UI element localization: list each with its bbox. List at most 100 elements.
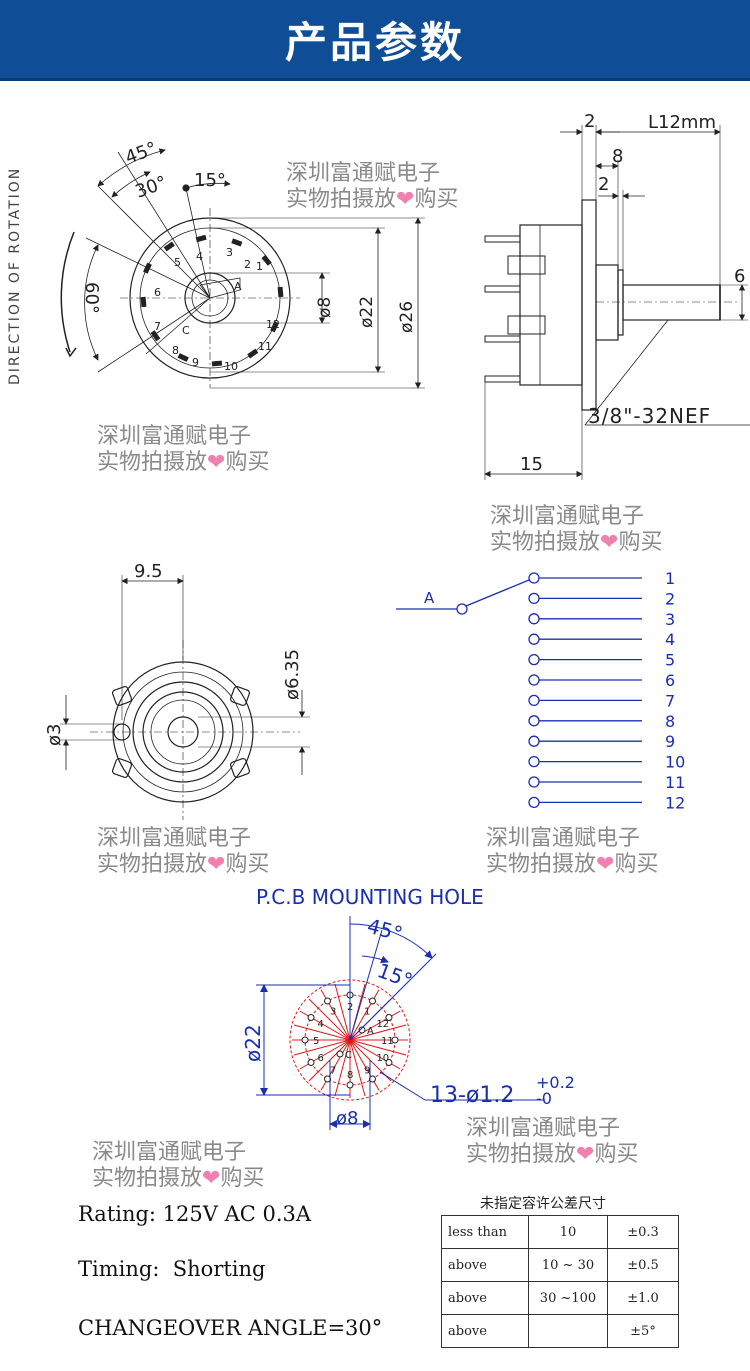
front-view: DIRECTION OF ROTATION [7,138,425,389]
schematic-position-label: 11 [665,773,685,792]
table-cell: ±5° [607,1314,679,1348]
pcb-hole-label: 7 [330,1065,336,1076]
side-dim-2-top: 2 [584,111,595,132]
pcb-ray [349,1039,366,1097]
watermark-1: 深圳富通赋电子 实物拍摄放❤购买 [286,161,458,213]
pcb-hole-label: 12 [376,1019,389,1030]
pcb-angle-45: 45° [365,914,405,946]
pcb-hole-label: 4 [318,1019,324,1030]
pcb-hole [307,1059,315,1066]
table-row: above 30 ~100 ±1.0 [441,1281,679,1315]
watermark-line1: 深圳富通赋电子 [97,424,252,449]
pcb-hole [358,1026,366,1034]
watermark-line2: 实物拍摄放❤购买 [97,852,270,877]
pcb-title: P.C.B MOUNTING HOLE [256,885,484,909]
pcb-ray [308,998,351,1041]
direction-of-rotation-label: DIRECTION OF ROTATION [7,167,23,385]
schematic-contact [528,776,540,788]
bottom-view: 9.5 ø6.35 ø3 [44,561,310,820]
table-row: above 10 ~ 30 ±0.5 [441,1248,679,1282]
spec-timing: Timing: Shorting [78,1257,265,1281]
front-terminal-4: 4 [196,250,203,263]
pcb-hole [307,1014,315,1021]
pcb-hole-label: 3 [330,1007,336,1018]
page-title: 产品参数 [284,17,465,67]
table-row: above ±5° [441,1314,679,1348]
front-terminal-9: 9 [192,356,199,369]
watermark-4: 深圳富通赋电子 实物拍摄放❤购买 [97,826,269,878]
schematic-position-label: 3 [665,610,675,629]
pcb-dia-22: ø22 [241,1024,265,1062]
watermark-line1: 深圳富通赋电子 [92,1140,247,1165]
spec-timing-label: Timing: [78,1257,160,1281]
schematic-position-label: 2 [665,589,675,608]
table-cell: less than [441,1215,529,1249]
pcb-hole-spec: 13-ø1.2 [430,1083,514,1108]
pcb-hole [346,1081,354,1089]
front-terminal-11: 11 [258,340,272,353]
schematic-contact [528,674,540,686]
schematic-position-label: 8 [665,712,675,731]
bottom-dim-6-35: ø6.35 [282,649,303,700]
schematic-contact [528,592,540,605]
table-row: less than 10 ±0.3 [441,1215,679,1249]
watermark-3: 深圳富通赋电子 实物拍摄放❤购买 [490,504,662,556]
pcb-hole-label: 8 [347,1070,353,1081]
table-cell: 30 ~100 [528,1281,608,1315]
header-divider [0,78,750,81]
pcb-hole-label: A [367,1026,374,1037]
pcb-ray [293,1039,351,1056]
spec-timing-value: Shorting [172,1257,266,1281]
pcb-angle-15: 15° [374,958,416,993]
schematic-contact [528,653,540,666]
pcb-hole-label: 10 [376,1053,389,1064]
schematic-common-label: A [424,589,435,607]
pcb-hole [336,1050,344,1058]
side-dim-length: L12mm [648,112,716,133]
schematic-position-label: 6 [665,671,675,690]
tolerance-caption: 未指定容许公差尺寸 [480,1196,606,1212]
pcb-dia-8: ø8 [336,1108,358,1129]
front-terminal-3: 3 [226,246,233,259]
pcb-ray [349,1024,407,1041]
pcb-tol-plus: +0.2 [536,1073,575,1092]
schematic-contact [528,572,540,584]
pcb-hole-label: 6 [318,1053,324,1064]
front-angle-15: 15° [194,170,226,191]
schematic-position-label: 12 [665,793,685,812]
side-thread-label: 3/8"-32NEF [588,404,711,428]
pcb-mounting-hole: P.C.B MOUNTING HOLE [241,885,575,1130]
table-cell: above [441,1281,529,1315]
pcb-hole [391,1036,399,1044]
front-terminal-10: 10 [224,360,238,373]
table-cell: ±1.0 [607,1281,679,1315]
table-cell [528,1314,608,1348]
pcb-hole [369,997,376,1005]
pcb-hole-label: 2 [347,1002,353,1013]
schematic-contact [528,755,540,768]
table-cell: 10 ~ 30 [528,1248,608,1282]
side-dim-15: 15 [520,454,543,475]
watermark-line2: 实物拍摄放❤购买 [466,1142,639,1167]
table-cell: ±0.3 [607,1215,679,1249]
front-terminal-8: 8 [172,344,179,357]
pcb-hole-label: 5 [313,1036,319,1047]
watermark-line2: 实物拍摄放❤购买 [92,1166,265,1191]
schematic-position-label: 1 [665,569,675,588]
front-angle-30: 30° [133,172,170,203]
watermark-line1: 深圳富通赋电子 [486,826,641,851]
front-angle-60: 60° [81,282,102,314]
tolerance-table: less than 10 ±0.3 above 10 ~ 30 ±0.5 abo… [441,1215,679,1348]
watermark-line2: 实物拍摄放❤购买 [97,450,270,475]
page-header: 产品参数 [0,0,750,78]
pcb-hole [385,1059,393,1066]
schematic-contact [528,715,540,727]
side-dim-8: 8 [612,146,623,167]
front-terminal-7: 7 [154,320,161,333]
pcb-hole-label: 1 [364,1007,370,1018]
side-dim-2-mid: 2 [598,174,609,195]
spec-rating: Rating: 125V AC 0.3A [78,1202,312,1226]
table-cell: above [441,1314,529,1348]
